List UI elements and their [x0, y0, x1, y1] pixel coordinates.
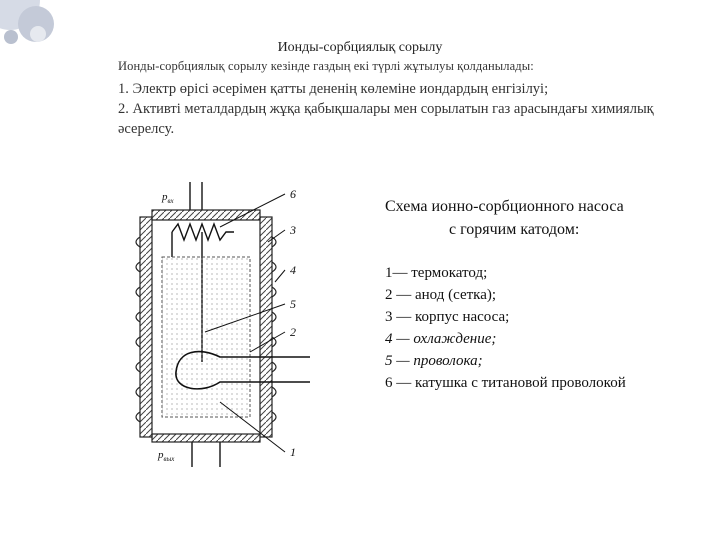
pump-top-cap — [151, 209, 261, 221]
caption-line: Схема ионно-сорбционного насоса — [385, 198, 624, 215]
outlet-pressure-label: pвых — [157, 449, 175, 463]
diagram-number: 1 — [290, 445, 296, 459]
legend-item: 3 — корпус насоса; — [385, 309, 510, 325]
legend-item: 6 — катушка с титановой проволокой — [385, 375, 626, 391]
legend-item: 5 — проволока; — [385, 353, 483, 369]
legend-item: 4 — охлаждение; — [385, 331, 497, 347]
caption-line: с горячим катодом: — [449, 221, 580, 238]
pump-bottom — [151, 433, 261, 443]
titanium-coil — [171, 222, 234, 242]
slide-title: Ионды-сорбциялық сорылу — [277, 40, 443, 55]
cooling-coils-right — [271, 236, 277, 423]
thermocathode — [175, 350, 260, 390]
list-item: 2. Активті металдардың жұқа қабықшалары … — [118, 101, 654, 137]
intro-text: Ионды-сорбциялық сорылу кезінде газдың е… — [118, 59, 534, 73]
decor-circle — [4, 30, 18, 44]
anode-grid — [161, 256, 251, 418]
pump-diagram: pвх pвых 6 3 4 5 2 1 — [135, 182, 310, 467]
leader-lines — [204, 193, 286, 453]
diagram-number: 3 — [289, 223, 296, 237]
decor-circle — [30, 26, 46, 42]
diagram-number: 4 — [290, 263, 296, 277]
pump-body-left-wall — [139, 216, 153, 438]
diagram-legend: 1— термокатод; 2 — анод (сетка); 3 — кор… — [385, 262, 626, 394]
diagram-number: 2 — [290, 325, 296, 339]
diagram-number: 5 — [290, 297, 296, 311]
legend-item: 2 — анод (сетка); — [385, 287, 497, 303]
pump-body-right-wall — [259, 216, 273, 438]
item-list: 1. Электр өрісі әсерімен қатты дененің к… — [118, 79, 678, 139]
cooling-coils-left — [135, 236, 141, 423]
diagram-number: 6 — [290, 187, 296, 201]
inlet-pressure-label: pвх — [161, 191, 175, 205]
list-item: 1. Электр өрісі әсерімен қатты дененің к… — [118, 81, 549, 97]
diagram-caption: Схема ионно-сорбционного насоса с горячи… — [385, 195, 670, 241]
legend-item: 1— термокатод; — [385, 265, 488, 281]
